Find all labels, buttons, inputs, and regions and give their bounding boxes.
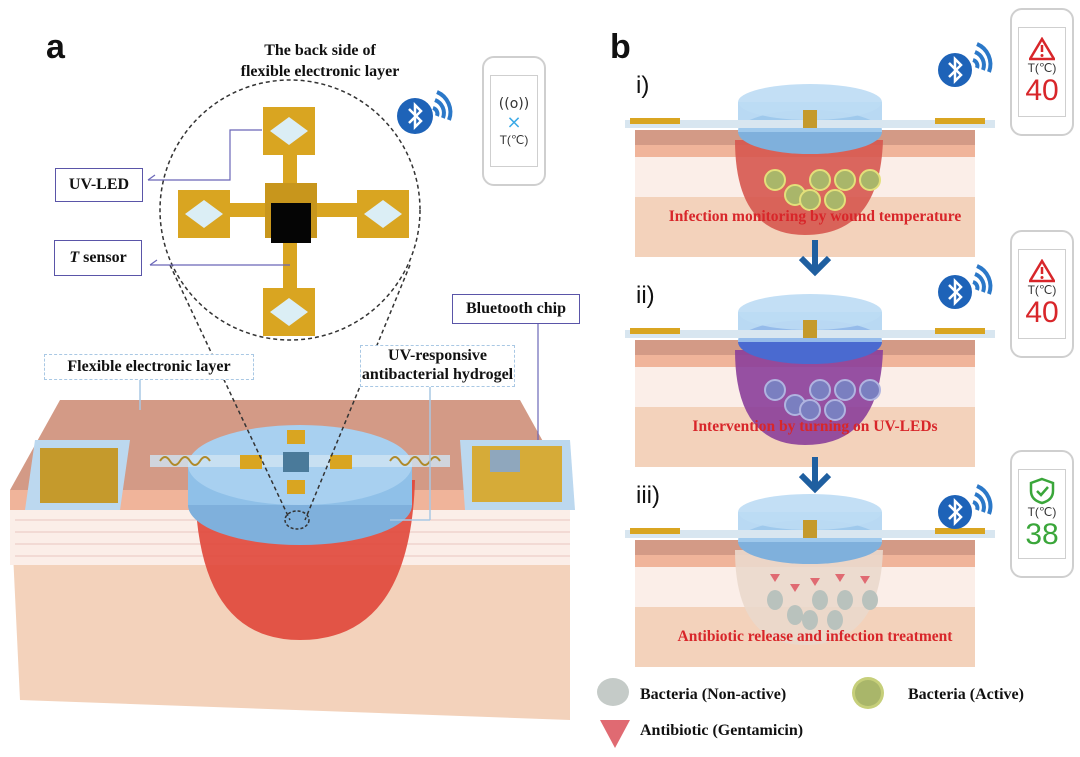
bacterium <box>799 189 821 211</box>
bacterium <box>764 379 786 401</box>
bacteria-active-icon <box>850 675 890 715</box>
panel-a-letter: a <box>46 28 65 66</box>
bacteria-group <box>764 169 881 211</box>
wound-scene-2 <box>625 294 995 467</box>
bluetooth-icon <box>395 88 475 143</box>
phone-step-3: T(℃) 38 <box>1010 450 1074 578</box>
antibiotic-icon <box>598 718 634 755</box>
title-line-2: flexible electronic layer <box>240 63 400 80</box>
antibiotic-particle <box>835 574 845 582</box>
bluetooth-icon <box>938 264 993 309</box>
temp-value: 40 <box>1025 74 1059 107</box>
zoom-circle <box>159 79 421 341</box>
phone-step-1: T(℃) 40 <box>1010 8 1074 136</box>
bacteria-nonactive-icon <box>596 678 636 718</box>
bacterium <box>824 399 846 421</box>
bacterium <box>834 169 856 191</box>
flexible-layer-label: Flexible electronic layer <box>44 354 254 380</box>
t-sensor-chip <box>271 203 311 243</box>
bacterium <box>764 169 786 191</box>
bacterium <box>827 610 843 630</box>
antibiotic-particle <box>790 584 800 592</box>
hydrogel-disc <box>188 425 412 545</box>
down-arrow-icon <box>798 457 832 494</box>
wound-scene-1 <box>625 84 995 257</box>
hydrogel-label-line-2: antibacterial hydrogel <box>361 366 514 383</box>
temp-value: 40 <box>1025 296 1059 329</box>
t-sensor-italic: T <box>69 249 80 266</box>
t-sensor-label: T sensor <box>54 240 142 276</box>
step-caption-3: Antibiotic release and infection treatme… <box>677 628 953 645</box>
disc-chip <box>240 430 352 494</box>
bacterium <box>799 399 821 421</box>
temp-value: 38 <box>1025 518 1059 551</box>
step-caption-2: Intervention by turning on UV-LEDs <box>692 418 938 435</box>
chip-cross <box>178 107 409 336</box>
signal-icon: ((o)) <box>498 95 530 112</box>
antibiotic-particle <box>770 574 780 582</box>
wound-scene-3 <box>625 494 995 667</box>
bacterium <box>859 169 881 191</box>
legend-bacteria-active: Bacteria (Active) <box>908 686 1024 703</box>
step-label-2: ii) <box>636 282 655 309</box>
bluetooth-icon <box>938 484 993 529</box>
panel-b-letter: b <box>610 28 631 66</box>
bacterium <box>787 605 803 625</box>
bacterium <box>809 379 831 401</box>
temp-label: T(℃) <box>499 132 529 147</box>
shield-check-icon <box>1029 477 1055 505</box>
temp-label: T(℃) <box>1027 283 1057 297</box>
antibiotic-particle <box>810 578 820 586</box>
bacterium <box>824 189 846 211</box>
title-line-1: The back side of <box>264 42 376 59</box>
antibiotic-particle <box>860 576 870 584</box>
down-arrow-icon <box>798 240 832 277</box>
left-circuit-pad <box>25 440 130 510</box>
bluetooth-icon <box>938 42 993 87</box>
step-label-1: i) <box>636 72 650 99</box>
bacterium <box>767 590 783 610</box>
bacteria-group <box>764 379 881 421</box>
bacterium <box>802 610 818 630</box>
panel-a-illustration <box>10 79 575 720</box>
bluetooth-chip-label: Bluetooth chip <box>452 294 580 324</box>
phone-step-2: T(℃) 40 <box>1010 230 1074 358</box>
bacterium <box>834 379 856 401</box>
legend-bacteria-nonactive: Bacteria (Non-active) <box>640 686 787 703</box>
hydrogel-label-line-1: UV-responsive <box>388 347 487 364</box>
hydrogel-label: UV-responsive antibacterial hydrogel <box>360 345 515 387</box>
warning-icon <box>1029 37 1055 61</box>
temp-label: T(℃) <box>1027 505 1057 519</box>
bacterium <box>812 590 828 610</box>
panel-a-title: The back side of flexible electronic lay… <box>170 40 470 82</box>
step-label-3: iii) <box>636 482 660 509</box>
bluetooth-signal-icon: ⨯ <box>506 111 522 133</box>
uv-led-label: UV-LED <box>55 168 143 202</box>
bacterium <box>809 169 831 191</box>
step-caption-1: Infection monitoring by wound temperatur… <box>668 208 962 225</box>
bacterium <box>837 590 853 610</box>
warning-icon <box>1029 259 1055 283</box>
bacterium <box>859 379 881 401</box>
temp-label: T(℃) <box>1027 61 1057 75</box>
bacterium <box>862 590 878 610</box>
bluetooth-chip-pad <box>460 440 575 510</box>
phone-panel-a: ((o)) ⨯ T(℃) <box>482 56 546 186</box>
t-sensor-text: sensor <box>79 249 127 266</box>
bacteria-group <box>767 574 878 630</box>
legend-antibiotic: Antibiotic (Gentamicin) <box>640 722 804 739</box>
